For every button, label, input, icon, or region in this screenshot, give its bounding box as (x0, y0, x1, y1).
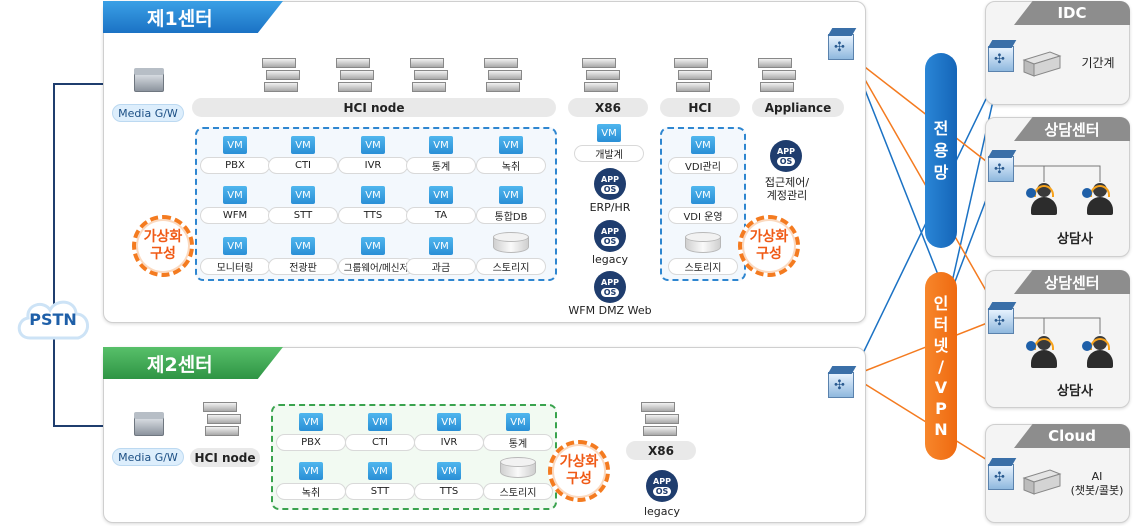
agent-phone-icon (1026, 188, 1036, 198)
network-switch-icon: ✣ (827, 28, 857, 60)
x86-app-wfm-dmz: WFM DMZ Web (568, 304, 652, 317)
center2-title: 제2센터 (103, 347, 283, 379)
center2-x86-app-legacy: legacy (643, 505, 681, 518)
x86-app-erp: ERP/HR (589, 201, 631, 214)
hci-storage: 스토리지 (668, 237, 738, 281)
server-icon (203, 402, 241, 438)
storage-icon (493, 232, 529, 256)
center2-hci-node-label: HCI node (190, 448, 260, 467)
agent-phone-icon (1082, 341, 1092, 351)
consult2-agent-label: 상담사 (1057, 384, 1093, 399)
server-icon (484, 58, 522, 94)
hci-node-label: HCI node (192, 98, 556, 117)
x86-label: X86 (568, 98, 648, 117)
media-gateway-icon (134, 412, 164, 438)
media-gateway-icon (134, 68, 164, 94)
network-switch-icon: ✣ (987, 302, 1017, 334)
storage-icon (685, 232, 721, 256)
network-switch-icon: ✣ (987, 458, 1017, 490)
appliance-label: Appliance (752, 98, 844, 117)
pstn-cloud-icon (17, 300, 89, 340)
idc-title: IDC (1014, 1, 1130, 25)
server-icon (758, 58, 796, 94)
server-icon (336, 58, 374, 94)
center1-media-gw-label: Media G/W (112, 104, 184, 122)
center2-media-gw-label: Media G/W (112, 448, 184, 466)
network-switch-icon: ✣ (827, 366, 857, 398)
server-icon (410, 58, 448, 94)
pstn-label: PSTN (29, 310, 77, 329)
cloud-ai-label: AI (챗봇/콜봇) (1070, 470, 1124, 497)
agent-icon (1086, 336, 1114, 370)
storage-icon (500, 457, 536, 481)
server-icon (641, 402, 679, 438)
agent-icon (1030, 336, 1058, 370)
center2-storage: 스토리지 (483, 462, 553, 506)
agent-phone-icon (1026, 341, 1036, 351)
server-icon (262, 58, 300, 94)
x86-app-legacy: legacy (591, 253, 629, 266)
appliance-access-control: 접근제어/ 계정관리 (764, 176, 810, 202)
consult-center1-title: 상담센터 (1014, 117, 1130, 141)
server-icon (582, 58, 620, 94)
center2-x86-label: X86 (626, 441, 696, 460)
cloud-server-icon (1022, 469, 1062, 495)
agent-icon (1086, 183, 1114, 217)
hci-label: HCI (660, 98, 740, 117)
center1-storage: 스토리지 (476, 237, 546, 281)
network-switch-icon: ✣ (987, 40, 1017, 72)
agent-phone-icon (1082, 188, 1092, 198)
cloud-title: Cloud (1014, 424, 1130, 448)
network-switch-icon: ✣ (987, 150, 1017, 182)
idc-label: 기간계 (1081, 56, 1115, 70)
consult-center2-title: 상담센터 (1014, 270, 1130, 294)
consult2-lan-lines (1014, 317, 1101, 334)
consult1-lan-lines (1014, 165, 1101, 182)
server-icon (674, 58, 712, 94)
consult1-agent-label: 상담사 (1057, 232, 1093, 247)
center1-title: 제1센터 (103, 1, 283, 33)
agent-icon (1030, 183, 1058, 217)
idc-server-icon (1022, 51, 1062, 77)
